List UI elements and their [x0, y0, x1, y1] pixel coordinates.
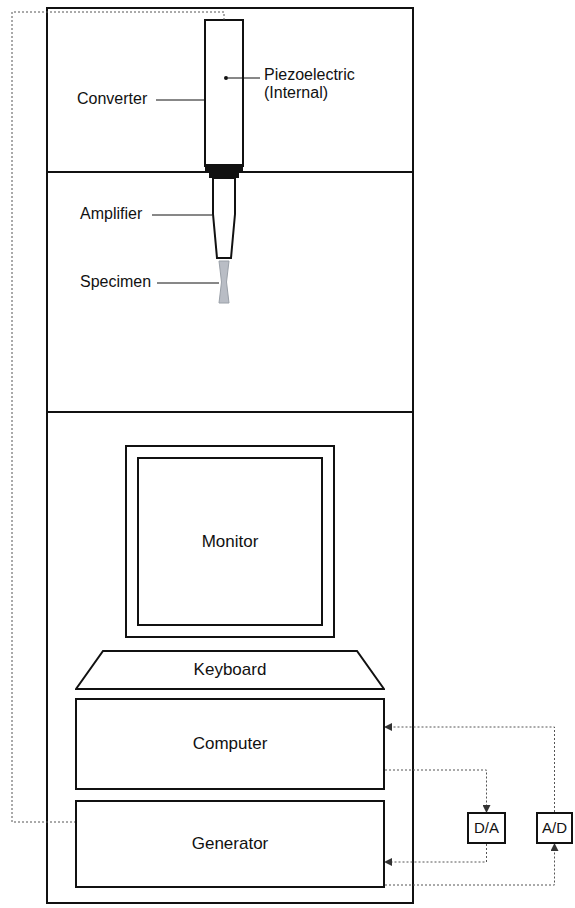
- part-label: Piezoelectric (Internal): [264, 66, 374, 103]
- node-label: Generator: [192, 834, 269, 854]
- converter-box: D/A: [467, 812, 506, 844]
- amplifier-horn: [213, 178, 235, 258]
- signal-wire: [385, 770, 487, 812]
- cabinet: [47, 8, 413, 903]
- leader-line: [152, 215, 212, 216]
- signal-wire: [385, 727, 555, 812]
- keyboard-shape: Keyboard: [75, 650, 385, 690]
- leader-line: [228, 78, 260, 79]
- leader-dot: [224, 76, 228, 80]
- node-label: A/D: [542, 819, 567, 836]
- leader-line: [157, 283, 219, 284]
- converter-box: A/D: [536, 812, 573, 844]
- part-label: Converter: [77, 90, 147, 108]
- node-label: Keyboard: [194, 660, 267, 680]
- converter-body: [205, 20, 243, 166]
- computer-box: Computer: [75, 698, 385, 790]
- part-label: Amplifier: [80, 205, 142, 223]
- shelf: [47, 411, 413, 413]
- specimen-piece: [219, 261, 229, 303]
- node-label: D/A: [474, 819, 499, 836]
- shelf: [47, 171, 413, 173]
- node-label: Computer: [193, 734, 268, 754]
- signal-wire: [385, 844, 555, 885]
- generator-box: Generator: [75, 800, 385, 888]
- monitor-box: Monitor: [125, 445, 335, 638]
- signal-wire: [385, 844, 487, 862]
- node-label: Monitor: [202, 532, 259, 552]
- part-label: Specimen: [80, 273, 151, 291]
- leader-line: [156, 100, 204, 101]
- converter-flange: [205, 164, 243, 171]
